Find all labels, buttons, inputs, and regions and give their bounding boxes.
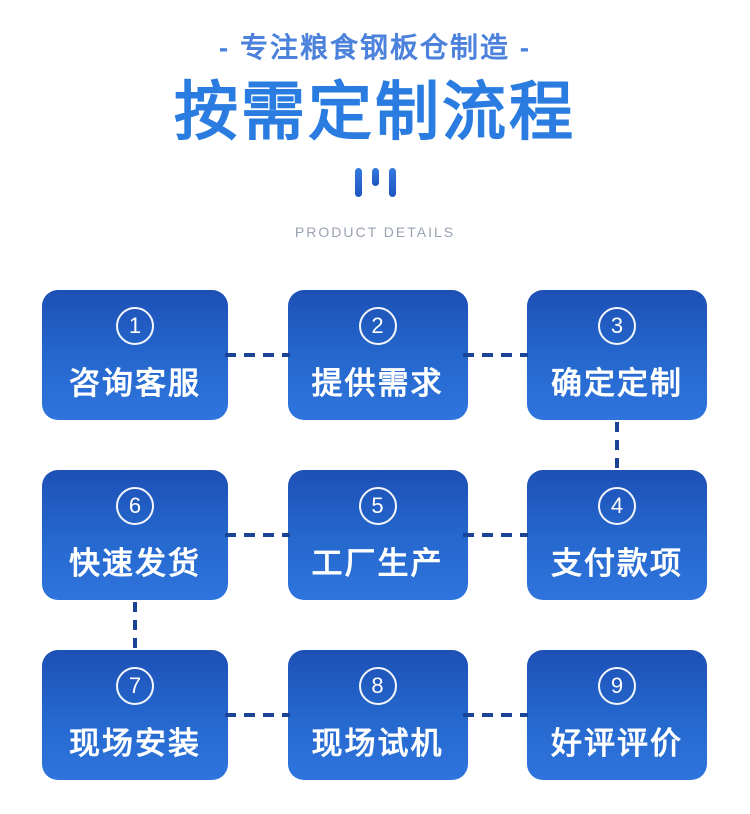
step-number: 6 bbox=[128, 493, 142, 518]
step-number: 8 bbox=[371, 673, 384, 698]
step-number-badge: 2 bbox=[358, 307, 397, 345]
step-label: 好评评价 bbox=[551, 726, 683, 761]
step-number-badge: 6 bbox=[116, 487, 154, 525]
bar-middle-icon bbox=[371, 168, 379, 186]
step-number: 5 bbox=[371, 493, 384, 518]
step-label: 工厂生产 bbox=[311, 546, 444, 581]
step-number-badge: 8 bbox=[358, 667, 397, 705]
step-number: 1 bbox=[128, 313, 142, 338]
step-card-8: 8 现场试机 bbox=[287, 650, 468, 780]
step-number: 7 bbox=[128, 673, 142, 698]
page-title: 按需定制流程 bbox=[174, 76, 576, 148]
step-card-2: 2 提供需求 bbox=[287, 290, 468, 420]
flow-connector-2-3 bbox=[463, 353, 528, 357]
bar-right-icon bbox=[388, 168, 396, 197]
step-card-4: 4 支付款项 bbox=[527, 470, 707, 600]
flow-connector-8-9 bbox=[463, 713, 528, 717]
step-card-6: 6 快速发货 bbox=[42, 470, 228, 600]
step-card-9: 9 好评评价 bbox=[527, 650, 707, 780]
step-number: 3 bbox=[610, 313, 624, 338]
tagline: - 专注粮食钢板仓制造 - bbox=[218, 32, 532, 63]
flow-connector-3-4 bbox=[615, 422, 619, 468]
step-number: 9 bbox=[610, 673, 624, 698]
process-grid: 1 咨询客服 2 提供需求 3 确定定制 6 快速发货 5 工厂生产 4 支付款… bbox=[0, 290, 750, 780]
step-card-1: 1 咨询客服 bbox=[42, 290, 228, 420]
step-card-5: 5 工厂生产 bbox=[287, 470, 468, 600]
step-label: 快速发货 bbox=[69, 546, 201, 581]
step-number: 4 bbox=[610, 493, 624, 518]
step-label: 现场试机 bbox=[311, 726, 444, 761]
step-label: 咨询客服 bbox=[69, 366, 201, 401]
flow-connector-1-2 bbox=[225, 353, 290, 357]
step-number-badge: 3 bbox=[598, 307, 636, 345]
subtitle-product-details: PRODUCT DETAILS bbox=[294, 224, 456, 240]
step-label: 确定定制 bbox=[551, 366, 683, 401]
step-label: 现场安装 bbox=[69, 726, 201, 761]
step-number: 2 bbox=[371, 313, 384, 338]
step-number-badge: 7 bbox=[116, 667, 154, 705]
step-number-badge: 1 bbox=[116, 307, 154, 345]
step-label: 支付款项 bbox=[551, 546, 683, 581]
step-card-3: 3 确定定制 bbox=[527, 290, 707, 420]
step-number-badge: 4 bbox=[598, 487, 636, 525]
flow-connector-6-7 bbox=[133, 602, 137, 648]
step-card-7: 7 现场安装 bbox=[42, 650, 228, 780]
step-label: 提供需求 bbox=[311, 366, 444, 401]
flow-connector-7-8 bbox=[225, 713, 290, 717]
flow-connector-4-5 bbox=[463, 533, 528, 537]
three-bars-decoration-icon bbox=[0, 168, 750, 198]
flow-connector-5-6 bbox=[225, 533, 290, 537]
bar-left-icon bbox=[354, 168, 362, 197]
step-number-badge: 5 bbox=[358, 487, 397, 525]
step-number-badge: 9 bbox=[598, 667, 636, 705]
